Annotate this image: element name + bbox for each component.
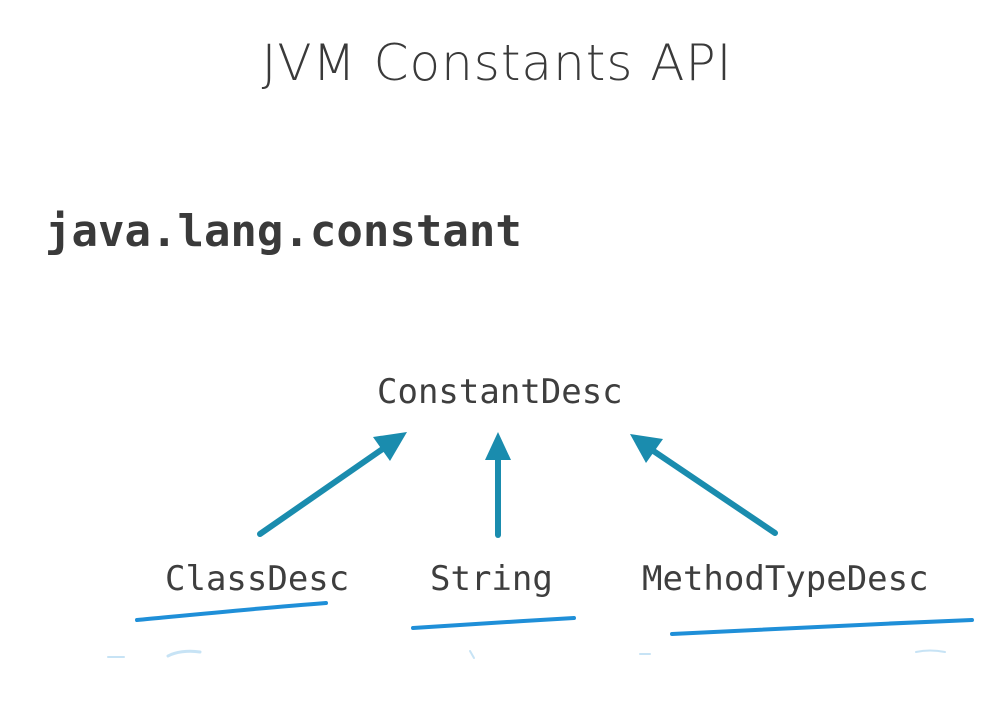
package-name: java.lang.constant <box>45 206 522 257</box>
underline-string <box>411 616 576 630</box>
underline-classdesc <box>135 601 328 622</box>
faint-ink-marks <box>107 649 946 659</box>
underline-methodtypedesc <box>670 618 974 636</box>
node-constantdesc: ConstantDesc <box>377 372 623 412</box>
arrow-string-to-constantdesc <box>485 432 511 538</box>
arrow-methodtypedesc-to-constantdesc <box>630 434 778 536</box>
node-classdesc: ClassDesc <box>165 559 350 599</box>
node-methodtypedesc: MethodTypeDesc <box>642 559 929 599</box>
slide-title: JVM Constants API <box>261 34 733 92</box>
node-string: String <box>430 559 553 599</box>
arrow-classdesc-to-constantdesc <box>257 432 407 537</box>
